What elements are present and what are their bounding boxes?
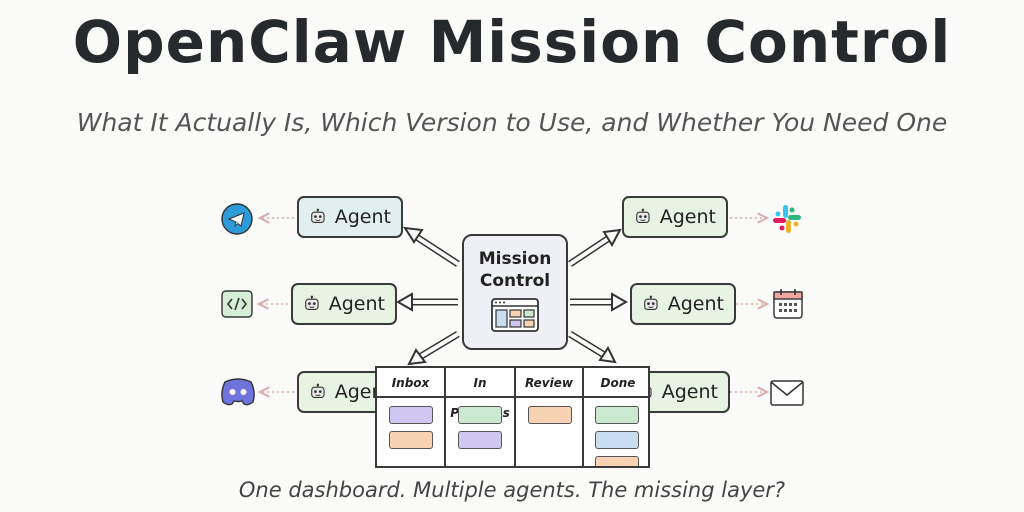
agent-label: Agent: [328, 293, 385, 315]
kanban-column-header: Inbox: [377, 368, 444, 398]
kanban-card: [528, 406, 572, 424]
calendar-icon: [773, 289, 803, 319]
kanban-board: Inbox In Progress Review Done: [375, 366, 650, 468]
code-icon: [221, 290, 253, 318]
discord-icon: [221, 378, 255, 406]
hub-arrow-bottom-left: [407, 330, 460, 366]
hub-arrow-top-left: [403, 226, 460, 267]
hub-arrow-top-right: [568, 228, 622, 267]
robot-icon: [311, 208, 325, 224]
kanban-column-in-progress: In Progress: [446, 368, 516, 466]
kanban-card: [595, 406, 639, 424]
hub-label: Mission Control: [478, 249, 552, 291]
kanban-card: [389, 431, 433, 449]
hub-arrow-mid-right: [570, 292, 629, 312]
slack-icon: [773, 205, 801, 233]
hub-arrow-mid-left: [395, 292, 458, 312]
agent-label: Agent: [667, 293, 724, 315]
kanban-column-header: Review: [516, 368, 582, 398]
footer-caption: One dashboard. Multiple agents. The miss…: [238, 478, 786, 502]
kanban-card: [458, 431, 502, 449]
agent-node-top-left: Agent: [297, 196, 403, 238]
agent-label: Agent: [661, 381, 718, 403]
agent-node-mid-right: Agent: [630, 283, 736, 325]
mail-icon: [770, 380, 804, 406]
robot-icon: [311, 383, 325, 399]
telegram-icon: [221, 203, 253, 235]
agent-label: Agent: [659, 206, 716, 228]
robot-icon: [305, 295, 319, 311]
kanban-card: [458, 406, 502, 424]
robot-icon: [636, 208, 650, 224]
agent-node-top-right: Agent: [622, 196, 728, 238]
kanban-column-header: Done: [584, 368, 648, 398]
kanban-column-done: Done: [584, 368, 648, 466]
agent-node-mid-left: Agent: [291, 283, 397, 325]
page-title: OpenClaw Mission Control: [72, 8, 952, 76]
kanban-column-header: In Progress: [446, 368, 514, 420]
hub-arrow-bottom-right: [568, 331, 617, 364]
kanban-column-inbox: Inbox: [377, 368, 446, 466]
kanban-card: [595, 431, 639, 449]
mission-control-hub: Mission Control: [462, 234, 568, 350]
kanban-card: [595, 456, 639, 466]
page-subtitle: What It Actually Is, Which Version to Us…: [76, 108, 948, 137]
kanban-column-review: Review: [516, 368, 584, 466]
dashboard-icon: [491, 298, 539, 332]
robot-icon: [644, 295, 658, 311]
agent-label: Agent: [334, 206, 391, 228]
kanban-card: [389, 406, 433, 424]
